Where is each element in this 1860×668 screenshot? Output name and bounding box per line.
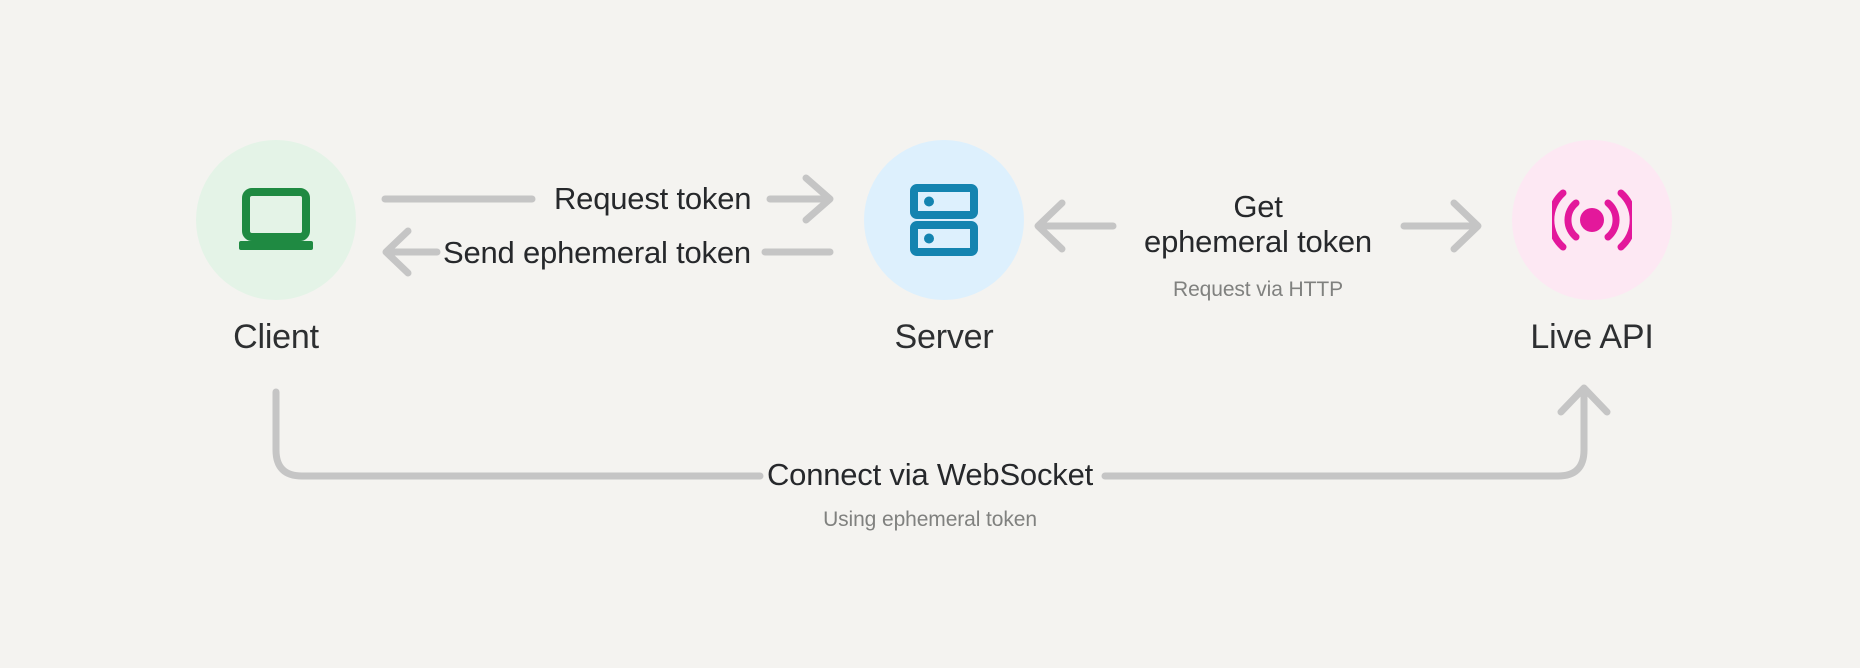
node-client[interactable]: Client	[196, 140, 356, 354]
websocket-path-left	[272, 388, 764, 480]
broadcast-live-icon	[1552, 189, 1632, 251]
send-ephemeral-arrowhead-left-icon	[382, 227, 412, 277]
server-rack-icon	[910, 184, 978, 256]
get-ephemeral-arrowhead-left-icon	[1034, 199, 1066, 253]
connector-get-ephemeral-right-arrow	[1400, 199, 1482, 253]
connector-get-ephemeral-left-arrow	[1034, 199, 1117, 253]
client-icon-circle	[196, 140, 356, 300]
connector-connect-websocket	[272, 384, 1611, 480]
connector-sublabel-request-via-http: Request via HTTP	[1173, 278, 1343, 301]
node-server-label: Server	[894, 318, 994, 356]
node-server[interactable]: Server	[864, 140, 1024, 354]
get-ephemeral-line2: ephemeral token	[1144, 223, 1372, 259]
websocket-arrowhead-up-icon	[1557, 384, 1611, 416]
liveapi-icon-circle	[1512, 140, 1672, 300]
request-token-arrowhead-right-icon	[802, 174, 834, 224]
connector-label-request-token: Request token	[554, 181, 752, 216]
node-client-label: Client	[233, 318, 319, 356]
connector-label-send-ephemeral-token: Send ephemeral token	[443, 235, 751, 270]
connector-label-connect-via-websocket: Connect via WebSocket	[766, 457, 1094, 492]
laptop-icon	[239, 188, 313, 250]
connector-sublabel-using-ephemeral-token: Using ephemeral token	[823, 508, 1037, 531]
get-ephemeral-line1: Get	[1233, 189, 1283, 224]
connector-label-get-ephemeral-token: Get ephemeral token	[1144, 189, 1372, 259]
websocket-path-right	[1101, 388, 1588, 480]
get-ephemeral-arrowhead-right-icon	[1450, 199, 1482, 253]
node-liveapi-label: Live API	[1530, 318, 1654, 356]
connector-send-ephemeral-token	[382, 227, 834, 277]
node-liveapi[interactable]: Live API	[1512, 140, 1672, 354]
server-icon-circle	[864, 140, 1024, 300]
connector-request-token	[381, 174, 834, 224]
